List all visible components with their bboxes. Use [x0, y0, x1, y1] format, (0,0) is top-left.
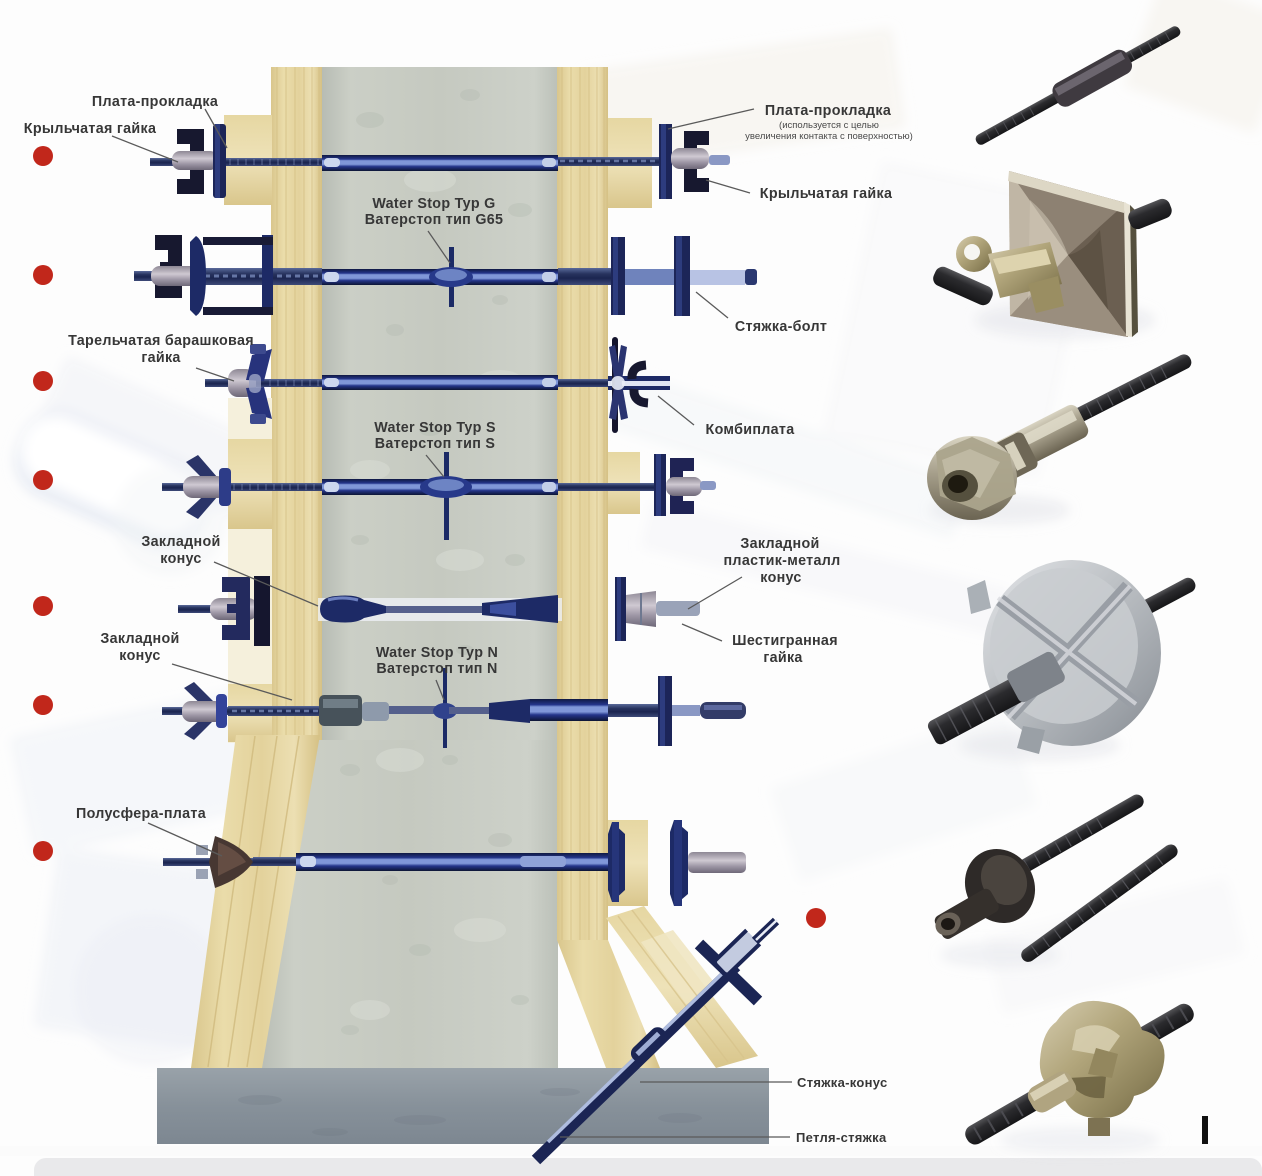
svg-text:Ватерстоп тип N: Ватерстоп тип N — [376, 661, 497, 677]
svg-text:Стяжка-болт: Стяжка-болт — [735, 319, 827, 335]
svg-text:Комбиплата: Комбиплата — [706, 422, 796, 438]
svg-text:пластик-металл: пластик-металл — [724, 553, 841, 569]
svg-text:увеличения контакта с поверхно: увеличения контакта с поверхностью) — [745, 131, 913, 142]
svg-text:Крыльчатая гайка: Крыльчатая гайка — [760, 186, 893, 202]
svg-text:Ватерстоп тип G65: Ватерстоп тип G65 — [365, 212, 504, 228]
svg-text:Тарельчатая барашковая: Тарельчатая барашковая — [68, 333, 254, 349]
svg-text:(используется с целью: (используется с целью — [779, 120, 879, 131]
svg-text:Полусфера-плата: Полусфера-плата — [76, 806, 207, 822]
svg-text:Water Stop Typ N: Water Stop Typ N — [376, 645, 498, 661]
svg-text:Петля-стяжка: Петля-стяжка — [796, 1130, 887, 1145]
svg-text:конус: конус — [160, 551, 201, 567]
svg-text:Ватерстоп тип S: Ватерстоп тип S — [375, 436, 496, 452]
svg-text:конус: конус — [119, 648, 160, 664]
svg-text:Стяжка-конус: Стяжка-конус — [797, 1075, 888, 1090]
svg-text:гайка: гайка — [763, 650, 803, 666]
svg-text:гайка: гайка — [141, 350, 181, 366]
svg-text:Закладной: Закладной — [740, 536, 819, 552]
svg-text:Плата-прокладка: Плата-прокладка — [765, 103, 892, 119]
svg-text:Шестигранная: Шестигранная — [732, 633, 838, 649]
svg-text:Water Stop Typ G: Water Stop Typ G — [372, 196, 495, 212]
svg-text:Закладной: Закладной — [141, 534, 220, 550]
svg-text:конус: конус — [760, 570, 801, 586]
svg-text:Water Stop Typ S: Water Stop Typ S — [374, 420, 496, 436]
svg-text:Плата-прокладка: Плата-прокладка — [92, 94, 219, 110]
svg-text:Крыльчатая гайка: Крыльчатая гайка — [24, 121, 157, 137]
svg-text:Закладной: Закладной — [100, 631, 179, 647]
